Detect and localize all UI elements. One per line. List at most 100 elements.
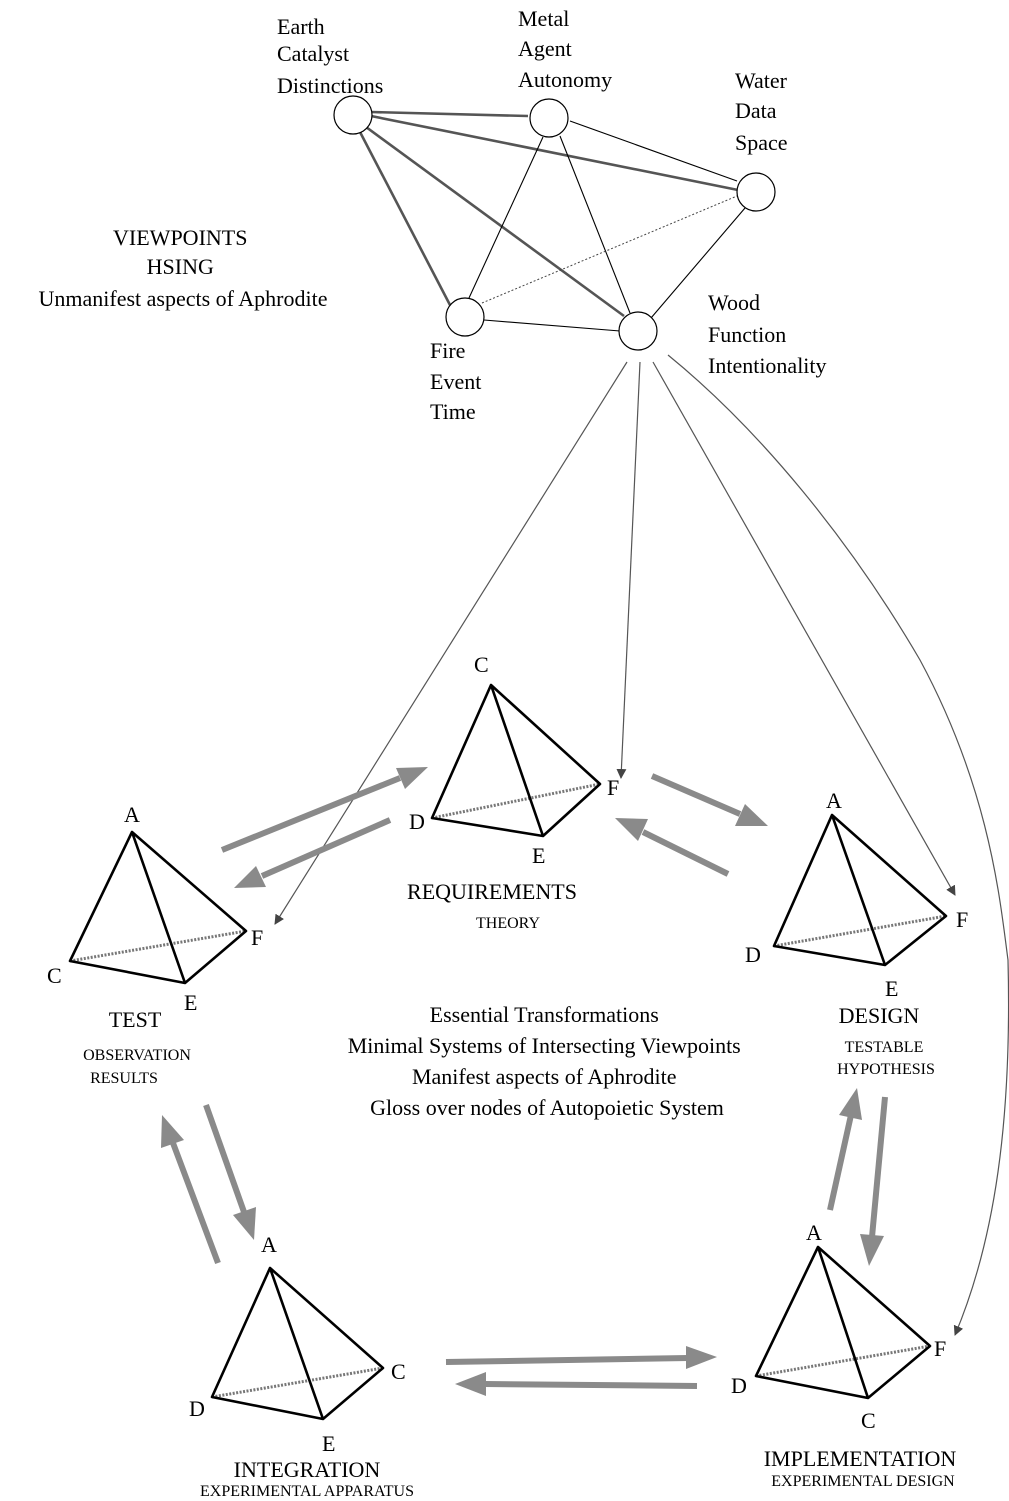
water-label: Water Data Space — [735, 68, 792, 155]
fire-label: Fire Event Time — [430, 338, 487, 424]
requirements-title: REQUIREMENTS — [407, 879, 577, 904]
implementation-vertex-c: C — [861, 1408, 876, 1433]
fire-line-2: Event — [430, 369, 481, 394]
test-subtitle-line-1: OBSERVATION — [83, 1047, 191, 1064]
test-subtitle: OBSERVATION RESULTS — [83, 1047, 195, 1087]
metal-line-1: Metal — [518, 6, 569, 31]
wood-line-2: Function — [708, 322, 786, 347]
arrow-design-to-implementation-shaft — [869, 1096, 888, 1238]
node-fire — [445, 297, 485, 337]
test-title: TEST — [109, 1007, 162, 1032]
tetra-implementation: A D C F IMPLEMENTATION EXPERIMENTAL DESI… — [731, 1220, 956, 1490]
arrow-implementation-to-design-head — [839, 1088, 862, 1120]
earth-label: Earth Catalyst Distinctions — [277, 14, 383, 98]
integration-hidden-edge — [211, 1366, 384, 1399]
arrow-requirements-to-test-head — [234, 866, 266, 888]
arrow-requirements-to-test-shaft — [260, 817, 392, 879]
edge-earth-fire — [358, 131, 452, 306]
design-tetra-shape — [772, 813, 948, 967]
test-hidden-edge — [69, 929, 247, 963]
test-vertex-a: A — [124, 802, 140, 827]
design-subtitle-line-2: HYPOTHESIS — [837, 1061, 935, 1078]
requirements-subtitle: THEORY — [476, 915, 540, 932]
implementation-hidden-edge — [755, 1344, 931, 1378]
metal-line-3: Autonomy — [518, 67, 612, 92]
design-subtitle: TESTABLE HYPOTHESIS — [837, 1039, 935, 1078]
integration-title: INTEGRATION — [234, 1457, 381, 1482]
req-vertex-f: F — [607, 775, 619, 800]
integration-vertex-d: D — [189, 1396, 205, 1421]
req-vertex-e: E — [532, 843, 545, 868]
arrow-test-to-integration-head — [233, 1207, 256, 1240]
implementation-vertex-d: D — [731, 1373, 747, 1398]
water-line-1: Water — [735, 68, 788, 93]
test-vertex-c: C — [47, 963, 62, 988]
metal-label: Metal Agent Autonomy — [518, 6, 612, 92]
design-vertex-d: D — [745, 942, 761, 967]
flow-to-requirements — [616, 361, 641, 779]
design-vertex-e: E — [885, 976, 898, 1001]
req-vertex-c: C — [474, 652, 489, 677]
integration-vertex-a: A — [261, 1232, 277, 1257]
wood-flow-lines — [274, 361, 956, 925]
arrow-implementation-to-integration-head — [455, 1372, 486, 1396]
viewpoints-subtitle: Unmanifest aspects of Aphrodite — [39, 286, 328, 311]
center-line-1: Essential Transformations — [430, 1002, 659, 1027]
implementation-tetra-shape — [754, 1245, 932, 1400]
arrow-design-to-requirements-shaft — [641, 829, 730, 877]
implementation-subtitle: EXPERIMENTAL DESIGN — [771, 1473, 955, 1490]
implementation-vertex-a: A — [806, 1220, 822, 1245]
arrow-integration-to-implementation-shaft — [445, 1355, 689, 1365]
req-vertex-d: D — [409, 809, 425, 834]
edge-metal-fire — [468, 136, 544, 299]
edge-fire-water — [481, 195, 738, 304]
viewpoints-hsing: HSING — [147, 254, 214, 279]
metal-line-2: Agent — [518, 36, 572, 61]
arrow-requirements-to-design-shaft — [650, 773, 742, 817]
arrow-integration-to-test-head — [161, 1115, 184, 1148]
design-title: DESIGN — [839, 1003, 920, 1028]
arrow-requirements-to-design-head — [735, 804, 768, 826]
earth-line-1: Earth — [277, 14, 325, 39]
arrow-design-to-requirements-head — [615, 818, 648, 841]
tetra-integration: A D E C INTEGRATION EXPERIMENTAL APPARAT… — [189, 1232, 414, 1500]
tetra-test: A C E F TEST OBSERVATION RESULTS — [47, 802, 263, 1087]
edge-fire-wood — [483, 319, 621, 332]
arrow-implementation-to-integration-shaft — [484, 1381, 698, 1389]
arrow-implementation-to-design-shaft — [827, 1114, 854, 1211]
edge-metal-water — [569, 120, 738, 182]
integration-vertex-c: C — [391, 1359, 406, 1384]
arrow-test-to-integration-shaft — [203, 1103, 247, 1214]
center-text: Essential Transformations Minimal System… — [348, 1002, 747, 1120]
tetra-design: A D E F DESIGN TESTABLE HYPOTHESIS — [745, 788, 968, 1078]
transformation-arrows — [161, 767, 888, 1396]
requirements-tetra-shape — [430, 683, 602, 838]
design-vertex-a: A — [826, 788, 842, 813]
arrow-test-to-requirements-shaft — [220, 775, 402, 853]
node-wood — [618, 311, 658, 351]
integration-vertex-e: E — [322, 1431, 335, 1456]
arrow-integration-to-test-shaft — [170, 1141, 221, 1265]
wood-line-1: Wood — [708, 290, 760, 315]
edge-water-wood — [650, 207, 746, 319]
design-hidden-edge — [773, 914, 947, 948]
flow-to-design — [652, 361, 956, 896]
center-line-3: Manifest aspects of Aphrodite — [412, 1064, 677, 1089]
implementation-title: IMPLEMENTATION — [764, 1446, 957, 1471]
wood-label: Wood Function Intentionality — [708, 290, 827, 378]
viewpoints-label: VIEWPOINTS HSING Unmanifest aspects of A… — [39, 225, 328, 311]
tetra-requirements: C D E F REQUIREMENTS THEORY — [407, 652, 619, 932]
test-subtitle-line-2: RESULTS — [90, 1070, 158, 1087]
viewpoints-title: VIEWPOINTS — [113, 225, 247, 250]
fire-line-3: Time — [430, 399, 476, 424]
test-vertex-e: E — [184, 990, 197, 1015]
test-tetra-shape — [68, 830, 248, 985]
implementation-vertex-f: F — [934, 1336, 946, 1361]
design-vertex-f: F — [956, 907, 968, 932]
element-network: Earth Catalyst Distinctions Metal Agent … — [277, 6, 827, 424]
arrow-integration-to-implementation-head — [686, 1346, 717, 1369]
arrow-test-to-requirements-head — [396, 767, 428, 789]
wood-line-3: Intentionality — [708, 353, 827, 378]
edge-earth-wood — [365, 125, 625, 318]
